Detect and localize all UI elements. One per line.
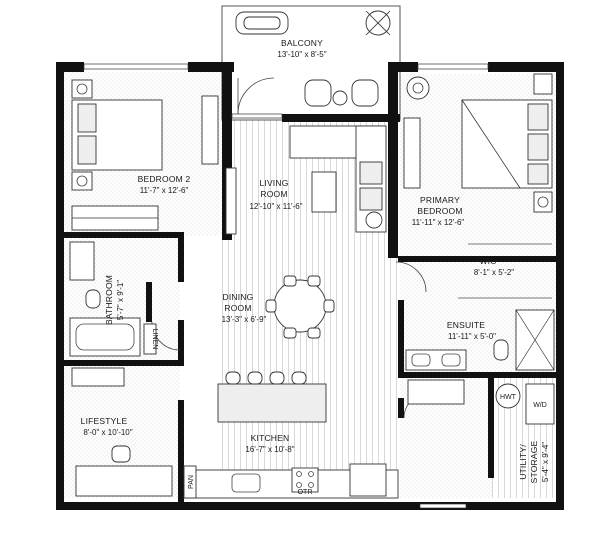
utility-dim: 5'-4" x 9'-4" xyxy=(541,442,550,482)
bedroom-2: BEDROOM 2 11'-7" x 12'-6" xyxy=(71,79,219,231)
balcony-dim: 13'-10" x 8'-5" xyxy=(277,50,326,59)
bathroom-dim: 5'-7" x 9'-1" xyxy=(116,280,125,320)
kitchen: PAN OTR KITCHEN 16'-7" x 10'-8" xyxy=(183,371,399,499)
primary-dim: 11'-11" x 12'-6" xyxy=(412,218,465,227)
bathroom: BATHROOM 5'-7" x 9'-1" LINEN xyxy=(69,241,158,357)
plant-icon xyxy=(406,76,430,100)
wd-label: W/D xyxy=(533,402,547,409)
pantry xyxy=(183,465,197,499)
closet-icon xyxy=(71,367,125,387)
utility-name-2: STORAGE xyxy=(529,440,539,483)
vanity-icon xyxy=(405,349,467,371)
nightstand-icon xyxy=(71,79,93,99)
dining-dim: 13'-3" x 6'-9" xyxy=(222,315,267,324)
living-name-2: ROOM xyxy=(260,189,287,199)
walls xyxy=(56,62,564,510)
utility-name-1: UTILITY/ xyxy=(518,444,528,480)
coffee-table-icon xyxy=(311,171,337,213)
bathroom-name: BATHROOM xyxy=(104,275,114,325)
balcony-table-icon xyxy=(365,10,391,36)
toilet-icon xyxy=(85,289,101,309)
toilet-icon xyxy=(493,339,509,361)
tv-console-icon xyxy=(225,167,237,235)
balcony-chair-icon xyxy=(304,79,379,107)
kitchen-dim: 16'-7" x 10'-8" xyxy=(245,445,294,454)
dining-room: DINING ROOM 13'-3" x 6'-9" xyxy=(222,275,335,339)
otr-label: OTR xyxy=(298,489,313,496)
dining-name-1: DINING xyxy=(223,292,254,302)
linen-label: LINEN xyxy=(151,329,158,350)
storage-closet xyxy=(407,379,465,405)
stool-icon xyxy=(225,371,307,385)
kitchen-island-icon xyxy=(217,383,327,423)
washer-dryer-icon xyxy=(525,383,555,425)
ensuite: ENSUITE 11'-11" x 5'-0" xyxy=(405,309,555,371)
desk-icon xyxy=(75,465,173,497)
utility-storage: HWT W/D UTILITY/ STORAGE 5'-4" x 9'-4" xyxy=(407,379,555,483)
fridge-icon xyxy=(349,463,387,497)
living-dim: 12'-10" x 11'-6" xyxy=(249,202,302,211)
dining-name-2: ROOM xyxy=(224,303,251,313)
primary-bedroom: PRIMARY BEDROOM 11'-11" x 12'-6" xyxy=(403,73,553,227)
wic-name: WIC xyxy=(479,256,496,266)
dresser-icon xyxy=(201,95,219,165)
pantry-label: PAN xyxy=(188,475,195,489)
walk-in-closet: WIC 8'-1" x 5'-2" xyxy=(458,243,552,299)
nightstand-icon xyxy=(533,73,553,95)
balcony-name: BALCONY xyxy=(281,38,323,48)
lifestyle-name: LIFESTYLE xyxy=(81,416,128,426)
hwt-label: HWT xyxy=(500,394,517,401)
kitchen-name: KITCHEN xyxy=(251,433,290,443)
bedroom2-name: BEDROOM 2 xyxy=(138,174,191,184)
windows xyxy=(83,63,489,509)
lifestyle: LIFESTYLE 8'-0" x 10'-10" xyxy=(71,367,173,497)
hot-water-tank-icon xyxy=(495,383,521,409)
range-icon xyxy=(291,467,319,493)
chair-icon xyxy=(111,445,131,463)
wic-dim: 8'-1" x 5'-2" xyxy=(474,268,514,277)
ensuite-dim: 11'-11" x 5'-0" xyxy=(448,332,496,341)
dining-table-icon xyxy=(273,279,327,333)
dresser-icon xyxy=(403,117,421,189)
living-room: LIVING ROOM 12'-10" x 11'-6" xyxy=(225,125,387,235)
lifestyle-dim: 8'-0" x 10'-10" xyxy=(83,428,132,437)
primary-name-2: BEDROOM xyxy=(417,206,462,216)
vanity-icon xyxy=(69,241,95,281)
bedroom2-dim: 11'-7" x 12'-6" xyxy=(140,186,189,195)
ensuite-name: ENSUITE xyxy=(447,320,485,330)
living-name-1: LIVING xyxy=(259,178,288,188)
linen-closet xyxy=(143,323,157,355)
primary-name-1: PRIMARY xyxy=(420,195,460,205)
balcony: BALCONY 13'-10" x 8'-5" xyxy=(221,5,401,121)
